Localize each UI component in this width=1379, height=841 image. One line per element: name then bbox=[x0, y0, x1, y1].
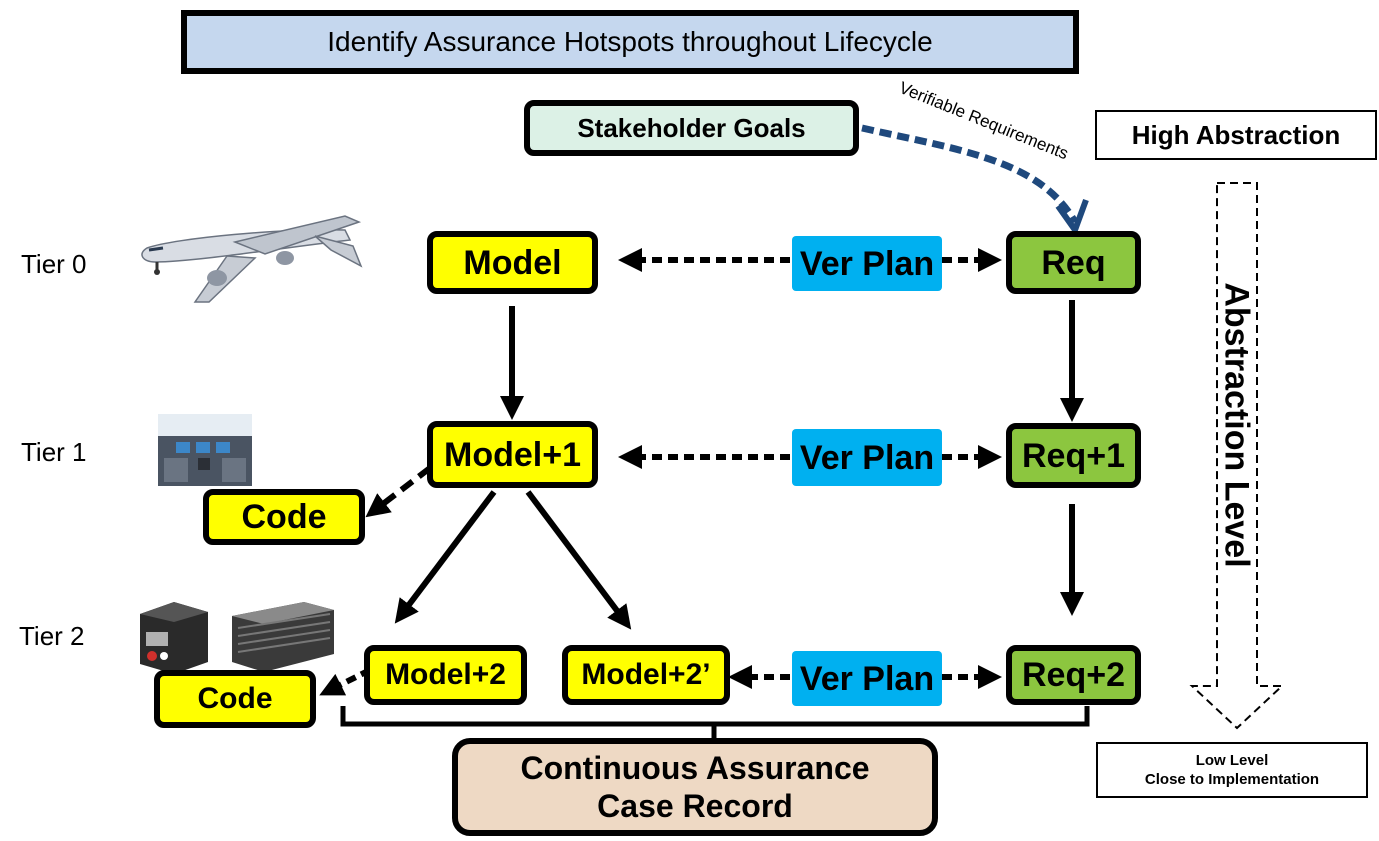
low-level-label: Low Level Close to Implementation bbox=[1096, 742, 1368, 798]
verifiable-requirements-arrow bbox=[861, 124, 1079, 224]
abstraction-level-arrow bbox=[1189, 182, 1285, 730]
tier-1-label: Tier 1 bbox=[21, 437, 87, 467]
low-level-line1: Low Level bbox=[1195, 751, 1269, 769]
tier2-req-box: Req+2 bbox=[1006, 645, 1141, 705]
tier1-code-box: Code bbox=[203, 489, 365, 545]
airplane-image bbox=[141, 215, 363, 303]
verifiable-requirements-label: Verifiable Requirements bbox=[897, 78, 1071, 163]
diagram-title: Identify Assurance Hotspots throughout L… bbox=[181, 10, 1079, 74]
tier0-ver-plan-box: Ver Plan bbox=[792, 236, 942, 291]
tier-0-label: Tier 0 bbox=[21, 249, 87, 279]
stakeholder-goals-box: Stakeholder Goals bbox=[524, 100, 859, 156]
tier0-model-box: Model bbox=[427, 231, 598, 294]
abstraction-level-label: Abstraction Level bbox=[1217, 282, 1256, 568]
tier1-req-box: Req+1 bbox=[1006, 423, 1141, 488]
model1-to-model2prime-arrow bbox=[525, 490, 632, 630]
record-line1: Continuous Assurance bbox=[520, 749, 870, 786]
tier2-model-box: Model+2 bbox=[364, 645, 527, 705]
tier2-model-prime-box: Model+2’ bbox=[562, 645, 730, 705]
avionics-hardware-image bbox=[140, 602, 334, 674]
model2-to-code-dashed-arrow bbox=[319, 667, 372, 696]
cockpit-image bbox=[158, 414, 252, 486]
tier2-code-box: Code bbox=[154, 670, 316, 728]
tier0-req-box: Req bbox=[1006, 231, 1141, 294]
continuous-assurance-record-box: Continuous Assurance Case Record bbox=[452, 738, 938, 836]
model1-to-code-dashed-arrow bbox=[365, 465, 432, 518]
record-line2: Case Record bbox=[597, 788, 793, 824]
low-level-line2: Close to Implementation bbox=[1144, 771, 1320, 788]
high-abstraction-label: High Abstraction bbox=[1095, 110, 1377, 160]
tier1-ver-plan-box: Ver Plan bbox=[792, 429, 942, 486]
tier1-model-box: Model+1 bbox=[427, 421, 598, 488]
tier-2-label: Tier 2 bbox=[19, 621, 85, 651]
model1-to-model2-arrow bbox=[394, 490, 497, 624]
verifiable-requirements-arrowhead bbox=[1055, 198, 1089, 237]
tier2-ver-plan-box: Ver Plan bbox=[792, 651, 942, 706]
record-bracket bbox=[340, 706, 1090, 727]
